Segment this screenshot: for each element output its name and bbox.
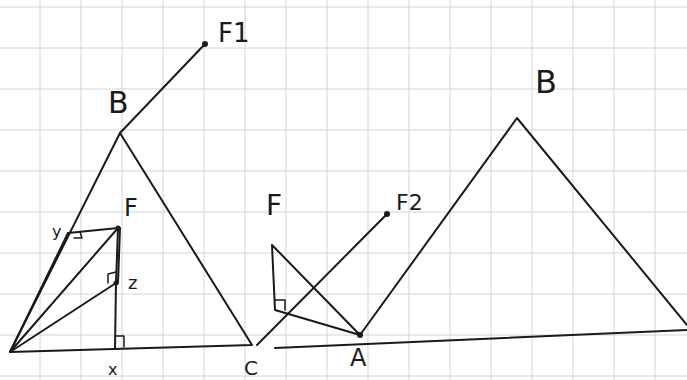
pen-lines (10, 44, 687, 352)
point-label: F (266, 192, 282, 220)
point-label: y (52, 224, 61, 240)
point-label: F1 (218, 20, 250, 46)
vertex-label: B (108, 88, 129, 118)
points (114, 41, 391, 338)
point-label: F (124, 196, 138, 220)
vertex-label: B (535, 66, 557, 98)
vertex-label: A (350, 346, 366, 370)
point-label: z (128, 274, 137, 292)
point-label: x (108, 362, 117, 378)
point-label: F2 (396, 192, 423, 214)
vertex-label: C (244, 358, 258, 378)
